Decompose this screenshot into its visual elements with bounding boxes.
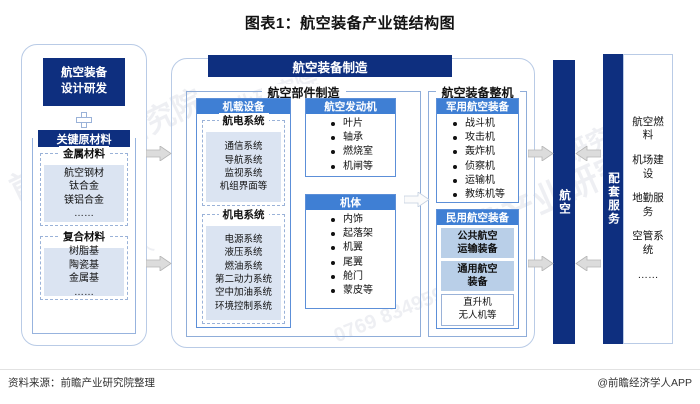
- node-equipment-manufacturing[interactable]: 航空装备制造: [208, 55, 452, 77]
- list-item: 运输机: [450, 174, 505, 188]
- list-item: 蒙皮等: [328, 284, 373, 298]
- group-avionics: 航电系统 通信系统 导航系统 监视系统 机组界面等: [202, 113, 285, 206]
- node-public-air-transport-equipment-line2: 运输装备: [457, 244, 498, 255]
- card-aero-engine-body: 叶片 轴承 燃烧室 机闸等: [306, 114, 395, 177]
- arrow-right-icon: [146, 256, 172, 271]
- arrow-left-icon: [575, 146, 601, 161]
- group-metal-materials: 金属材料 航空钢材 钛合金 镁铝合金 ……: [40, 146, 128, 226]
- list-item: 空管系统: [632, 230, 664, 257]
- list-item: 轴承: [328, 131, 373, 145]
- node-raw-materials[interactable]: 关键原材料: [38, 130, 130, 147]
- arrow-right-icon: [528, 146, 554, 161]
- arrow-right-icon: [404, 192, 430, 207]
- card-aero-engine[interactable]: 航空发动机 叶片 轴承 燃烧室 机闸等: [305, 98, 396, 177]
- list-item: 教练机等: [450, 188, 505, 202]
- group-electromechanical-title: 机电系统: [218, 207, 269, 222]
- node-public-air-transport-equipment-line1: 公共航空: [457, 231, 498, 242]
- list-item: 电源系统: [224, 233, 263, 245]
- list-item: 机场建设: [632, 153, 664, 180]
- node-general-aviation-equipment-line1: 通用航空: [457, 264, 498, 275]
- list-item: 航空燃料: [632, 115, 664, 142]
- list-item: ……: [74, 286, 94, 298]
- list-item: ……: [74, 208, 94, 219]
- source-note: 资料来源：前瞻产业研究院整理: [8, 377, 155, 389]
- diagram-canvas: 航空装备 设计研发 关键原材料 金属材料 航空钢材 钛合金 镁铝合金 …… 复合…: [0, 34, 700, 364]
- list-item: 叶片: [328, 117, 373, 131]
- plus-connector-icon: [76, 112, 92, 128]
- list-item: 导航系统: [224, 154, 263, 166]
- node-supporting-services[interactable]: 配套服务: [603, 54, 623, 344]
- footer-divider: [0, 369, 700, 370]
- list-item: 航空钢材: [64, 167, 104, 179]
- list-item: 监视系统: [224, 168, 263, 179]
- group-composite-materials-title: 复合材料: [59, 229, 109, 244]
- list-item: 直升机: [463, 297, 492, 308]
- group-composite-materials-items: 树脂基 陶瓷基 金属基 ……: [44, 246, 124, 298]
- list-item: 燃油系统: [224, 260, 263, 272]
- raw-materials-frame: [32, 138, 136, 334]
- list-item: ……: [637, 268, 659, 281]
- list-item: 机组界面等: [219, 181, 268, 193]
- card-civil-aviation-equipment-header: 民用航空装备: [437, 210, 518, 225]
- group-avionics-title: 航电系统: [218, 113, 269, 128]
- card-airframe[interactable]: 机体 内饰 起落架 机翼 尾翼 舱门 蒙皮等: [305, 194, 396, 309]
- list-item: 镁铝合金: [64, 194, 104, 206]
- arrow-left-icon: [575, 256, 601, 271]
- page-title: 图表1：航空装备产业链结构图: [244, 15, 456, 32]
- list-item: 燃烧室: [328, 145, 373, 159]
- list-item: 环境控制系统: [214, 300, 272, 312]
- list-item: 轰炸机: [450, 145, 505, 159]
- list-item: 起落架: [328, 227, 373, 241]
- card-airframe-header: 机体: [306, 195, 395, 210]
- card-military-aviation-equipment-body: 战斗机 攻击机 轰炸机 侦察机 运输机 教练机等: [437, 114, 518, 205]
- card-aero-engine-header: 航空发动机: [306, 99, 395, 114]
- list-item: 内饰: [328, 213, 373, 227]
- list-item: 尾翼: [328, 256, 373, 270]
- node-general-aviation-equipment[interactable]: 通用航空 装备: [441, 261, 514, 291]
- list-item: 金属基: [69, 273, 99, 284]
- node-aviation[interactable]: 航空: [553, 60, 575, 344]
- group-electromechanical: 机电系统 电源系统 液压系统 燃油系统 第二动力系统 空中加油系统 环境控制系统: [202, 207, 285, 324]
- group-composite-materials: 复合材料 树脂基 陶瓷基 金属基 ……: [40, 229, 128, 300]
- node-design-rnd-line1: 航空装备: [61, 67, 107, 80]
- list-item: 舱门: [328, 270, 373, 284]
- list-item: 树脂基: [69, 246, 99, 257]
- card-military-aviation-equipment-header: 军用航空装备: [437, 99, 518, 114]
- group-metal-materials-items: 航空钢材 钛合金 镁铝合金 ……: [44, 165, 124, 222]
- list-item: 攻击机: [450, 131, 505, 145]
- card-airborne-equipment[interactable]: 机载设备 航电系统 通信系统 导航系统 监视系统 机组界面等 机电系统 电源系统…: [196, 98, 291, 328]
- arrow-right-icon: [528, 256, 554, 271]
- list-item: 空中加油系统: [214, 287, 272, 299]
- list-item: 液压系统: [224, 247, 263, 259]
- group-metal-materials-title: 金属材料: [59, 146, 109, 161]
- list-item: 钛合金: [69, 181, 99, 192]
- frame-parts-manufacturing: 航空部件制造: [186, 84, 421, 337]
- node-design-rnd-line2: 设计研发: [61, 83, 107, 95]
- list-item: 地勤服务: [632, 192, 664, 218]
- group-electromechanical-items: 电源系统 液压系统 燃油系统 第二动力系统 空中加油系统 环境控制系统: [206, 226, 281, 320]
- frame-parts-manufacturing-title: 航空部件制造: [261, 84, 346, 101]
- list-item: 机闸等: [328, 160, 373, 174]
- node-general-aviation-equipment-line2: 装备: [467, 277, 488, 288]
- list-item: 通信系统: [224, 141, 263, 153]
- node-public-air-transport-equipment[interactable]: 公共航空 运输装备: [441, 228, 514, 258]
- card-airframe-body: 内饰 起落架 机翼 尾翼 舱门 蒙皮等: [306, 210, 395, 301]
- frame-whole-aircraft-title: 航空装备整机: [435, 84, 520, 101]
- node-design-rnd[interactable]: 航空装备 设计研发: [43, 58, 125, 106]
- list-item: 侦察机: [450, 160, 505, 174]
- list-item: 无人机等: [458, 309, 497, 321]
- card-airborne-equipment-header: 机载设备: [197, 99, 290, 114]
- list-general-aviation-items: 直升机 无人机等: [441, 294, 514, 326]
- panel-downstream-services: 航空燃料 机场建设 地勤服务 空管系统 ……: [623, 54, 673, 344]
- card-civil-aviation-equipment[interactable]: 民用航空装备 公共航空 运输装备 通用航空 装备 直升机 无人机等: [436, 209, 519, 329]
- list-item: 陶瓷基: [69, 259, 99, 271]
- group-avionics-items: 通信系统 导航系统 监视系统 机组界面等: [206, 132, 281, 202]
- frame-whole-aircraft: 航空装备整机: [428, 84, 527, 337]
- credit-note: @前瞻经济学人APP: [597, 377, 692, 389]
- list-item: 战斗机: [450, 117, 505, 131]
- card-military-aviation-equipment[interactable]: 军用航空装备 战斗机 攻击机 轰炸机 侦察机 运输机 教练机等: [436, 98, 519, 203]
- arrow-right-icon: [146, 146, 172, 161]
- list-item: 机翼: [328, 241, 373, 255]
- list-item: 第二动力系统: [214, 274, 272, 285]
